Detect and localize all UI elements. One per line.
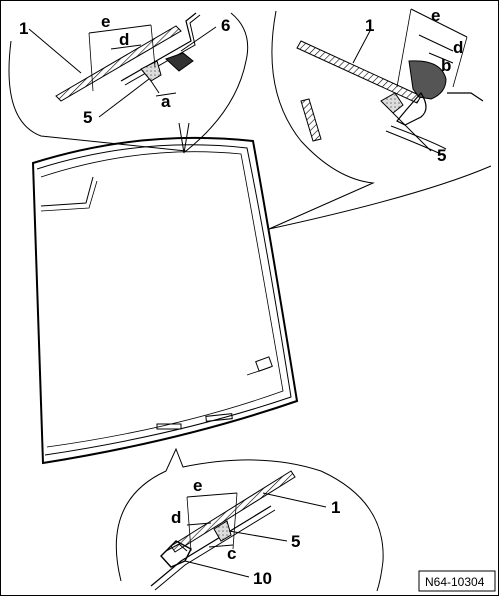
label-e-top-left: e: [101, 12, 110, 31]
label-d-top-right: d: [453, 38, 463, 57]
label-e-top-right: e: [431, 6, 440, 25]
label-1-bottom: 1: [331, 498, 340, 517]
label-e-bottom: e: [193, 476, 202, 495]
detail-top-right: 1 e d b 5: [268, 6, 492, 230]
label-a-top-left: a: [161, 92, 171, 111]
detail-bottom: e 1 d 5 c 10: [115, 447, 384, 592]
label-1-top-left: 1: [19, 19, 28, 38]
label-b-top-right: b: [441, 56, 451, 75]
detail-top-left: 1 e d 6 a 5: [8, 12, 249, 154]
label-10-bottom: 10: [253, 569, 272, 588]
label-6-top-left: 6: [221, 16, 230, 35]
label-c-bottom: c: [227, 544, 236, 563]
label-d-top-left: d: [119, 30, 129, 49]
label-5-top-left: 5: [83, 108, 92, 127]
figure-code: N64-10304: [425, 575, 485, 589]
figure-code-box: N64-10304: [418, 570, 496, 592]
label-d-bottom: d: [171, 508, 181, 527]
windshield: [31, 136, 299, 465]
label-5-bottom: 5: [291, 532, 300, 551]
label-1-top-right: 1: [365, 16, 374, 35]
label-5-top-right: 5: [437, 146, 446, 165]
